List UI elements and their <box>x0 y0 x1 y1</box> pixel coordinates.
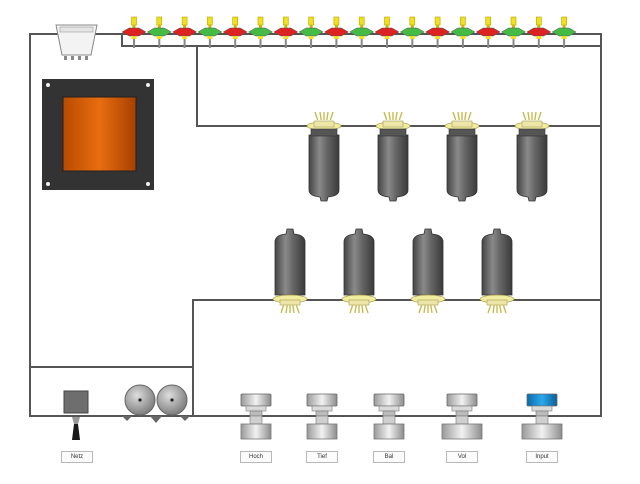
vacuum-tube <box>479 228 515 314</box>
upper-tube-row <box>306 111 550 202</box>
vacuum-tube <box>410 228 446 314</box>
terminal-post <box>247 16 274 48</box>
input-jack-label: Input <box>526 451 558 463</box>
balance-knob-label: Bal <box>373 451 405 463</box>
terminal-strip <box>121 16 577 48</box>
terminal-post <box>374 16 400 48</box>
power-switch[interactable] <box>63 390 89 440</box>
vacuum-tube <box>272 228 308 314</box>
volume-knob[interactable] <box>441 393 483 440</box>
vacuum-tube <box>375 111 411 202</box>
vacuum-tube <box>341 228 377 314</box>
terminal-post <box>197 16 223 48</box>
input-jack[interactable] <box>521 393 563 440</box>
treble-knob[interactable] <box>240 393 272 440</box>
terminal-post <box>222 16 248 48</box>
terminal-post <box>323 16 349 48</box>
terminal-post <box>349 16 375 48</box>
bass-knob-label: Tief <box>306 451 338 463</box>
terminal-post <box>450 16 476 48</box>
front-controls <box>240 393 563 440</box>
terminal-post <box>500 16 527 48</box>
vacuum-tube <box>514 111 550 202</box>
terminal-post <box>146 16 172 48</box>
power-switch-label: Netz <box>61 451 93 463</box>
transformer <box>42 79 154 190</box>
balance-knob[interactable] <box>373 393 405 440</box>
fuse-holders <box>122 384 190 423</box>
vacuum-tube <box>444 111 480 202</box>
terminal-post <box>298 16 324 48</box>
mains-connector <box>55 24 98 60</box>
terminal-post <box>526 16 552 48</box>
terminal-post <box>121 16 147 48</box>
treble-knob-label: Hoch <box>240 451 272 463</box>
volume-knob-label: Vol <box>446 451 478 463</box>
terminal-post <box>399 16 425 48</box>
lower-tube-row <box>272 228 515 314</box>
terminal-post <box>425 16 451 48</box>
terminal-post <box>551 16 577 48</box>
terminal-post <box>475 16 501 48</box>
terminal-post <box>172 16 198 48</box>
terminal-post <box>273 16 299 48</box>
vacuum-tube <box>306 111 342 202</box>
bass-knob[interactable] <box>306 393 338 440</box>
